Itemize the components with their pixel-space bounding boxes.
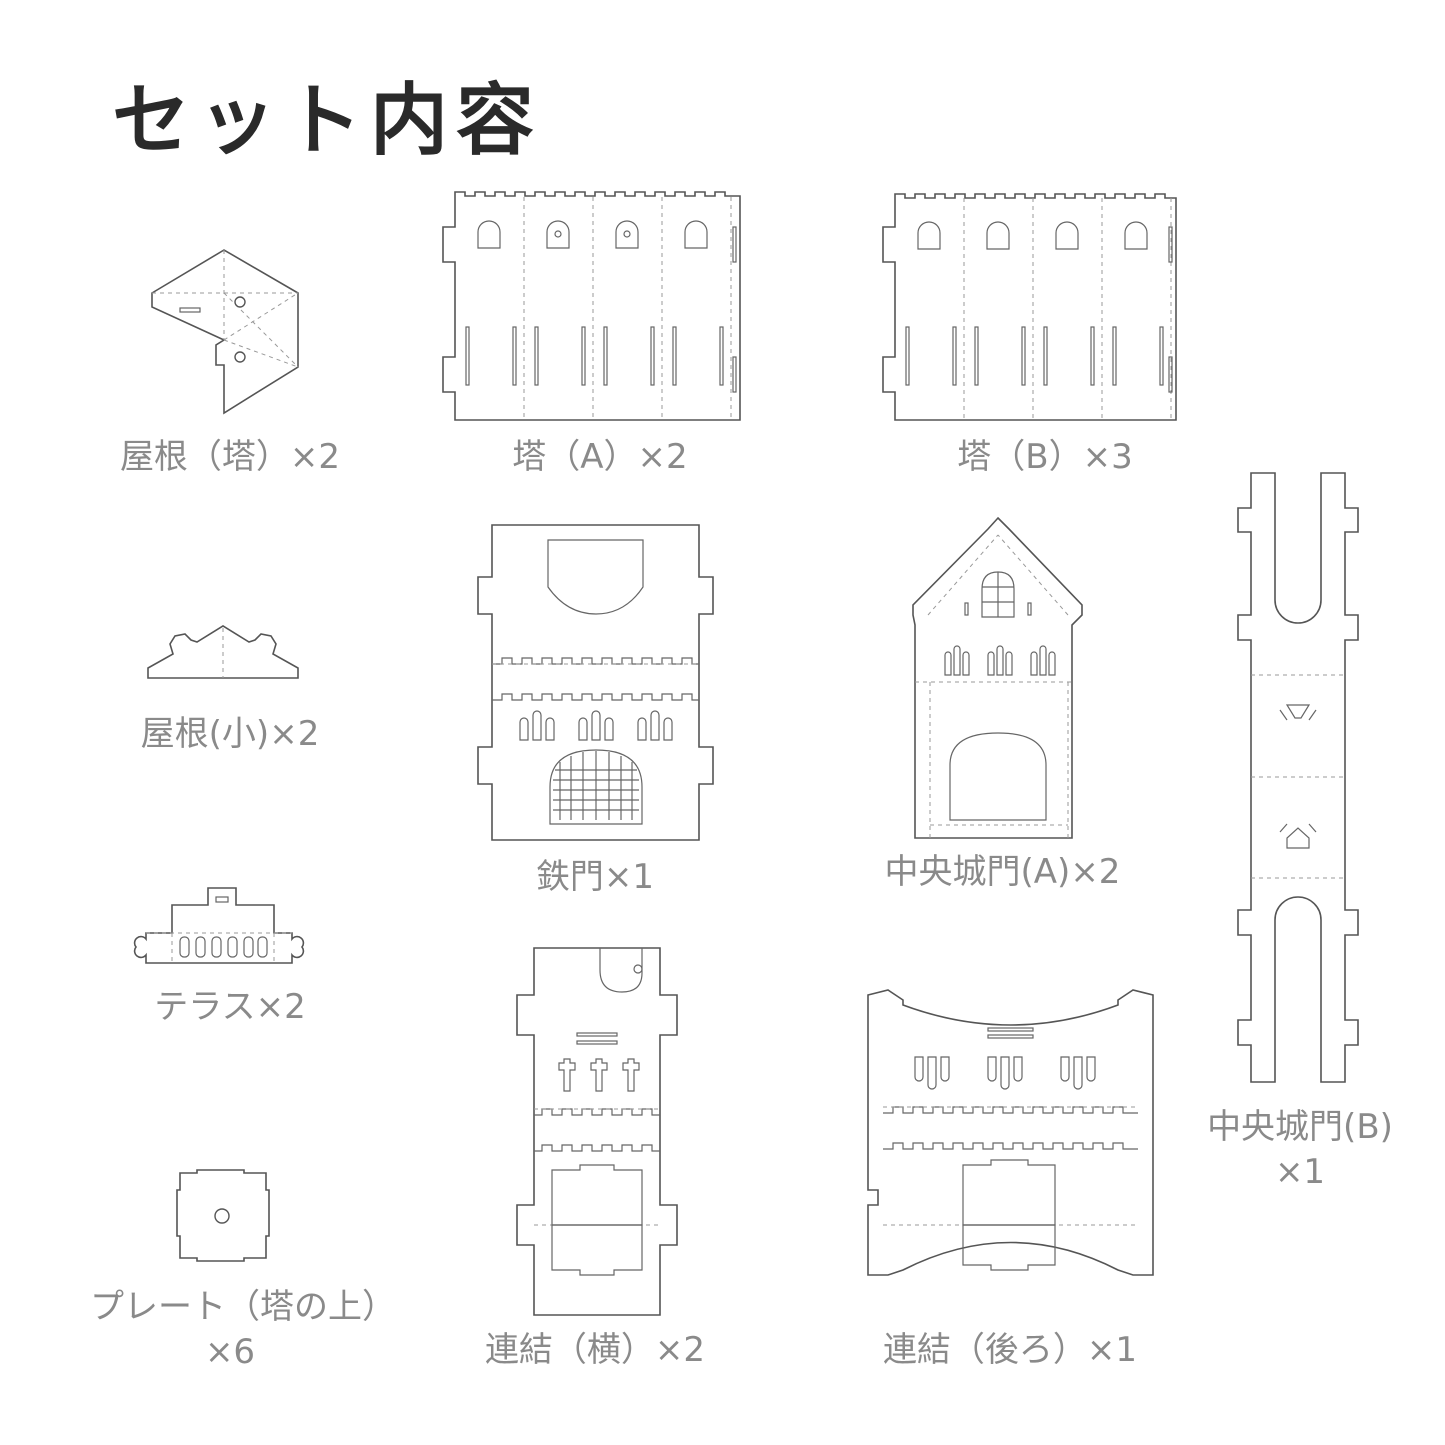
part-connector-side	[512, 945, 687, 1317]
roof-small-drawing	[147, 625, 299, 679]
part-tower-b	[880, 192, 1190, 422]
part-iron-gate	[475, 522, 720, 842]
iron-gate-drawing	[477, 524, 714, 841]
part-central-gate-a	[910, 515, 1090, 840]
part-terrace	[130, 885, 320, 967]
tower-a-drawing	[442, 191, 741, 421]
part-central-gate-b	[1235, 470, 1365, 1085]
part-tower-a	[440, 191, 750, 422]
part-plate	[172, 1168, 272, 1263]
label-central-gate-a: 中央城門(A)×2	[884, 852, 1121, 892]
label-central-gate-b: 中央城門(B)	[1207, 1107, 1393, 1147]
label-plate-qty: ×6	[204, 1332, 256, 1372]
label-terrace: テラス×2	[154, 987, 306, 1027]
plate-drawing	[176, 1169, 270, 1262]
label-tower-b: 塔（B）×3	[957, 437, 1133, 477]
label-roof-small: 屋根(小)×2	[140, 714, 320, 754]
label-roof-tower: 屋根（塔）×2	[119, 437, 341, 477]
part-roof-small	[145, 620, 305, 685]
label-central-gate-b-qty: ×1	[1274, 1152, 1326, 1192]
connector-back-drawing	[867, 989, 1154, 1276]
label-connector-side: 連結（横）×2	[484, 1330, 706, 1370]
central-gate-a-drawing	[912, 516, 1083, 839]
part-roof-tower	[140, 245, 310, 420]
page-title: セット内容	[112, 76, 543, 166]
connector-side-drawing	[516, 947, 678, 1316]
roof-tower-drawing	[151, 249, 299, 415]
central-gate-b-drawing	[1237, 472, 1359, 1083]
terrace-drawing	[133, 887, 305, 964]
label-connector-back: 連結（後ろ）×1	[882, 1330, 1138, 1370]
label-tower-a: 塔（A）×2	[512, 437, 688, 477]
label-iron-gate: 鉄門×1	[535, 857, 655, 897]
part-connector-back	[863, 985, 1158, 1280]
tower-b-drawing	[882, 193, 1177, 421]
label-plate: プレート（塔の上）	[90, 1287, 396, 1327]
